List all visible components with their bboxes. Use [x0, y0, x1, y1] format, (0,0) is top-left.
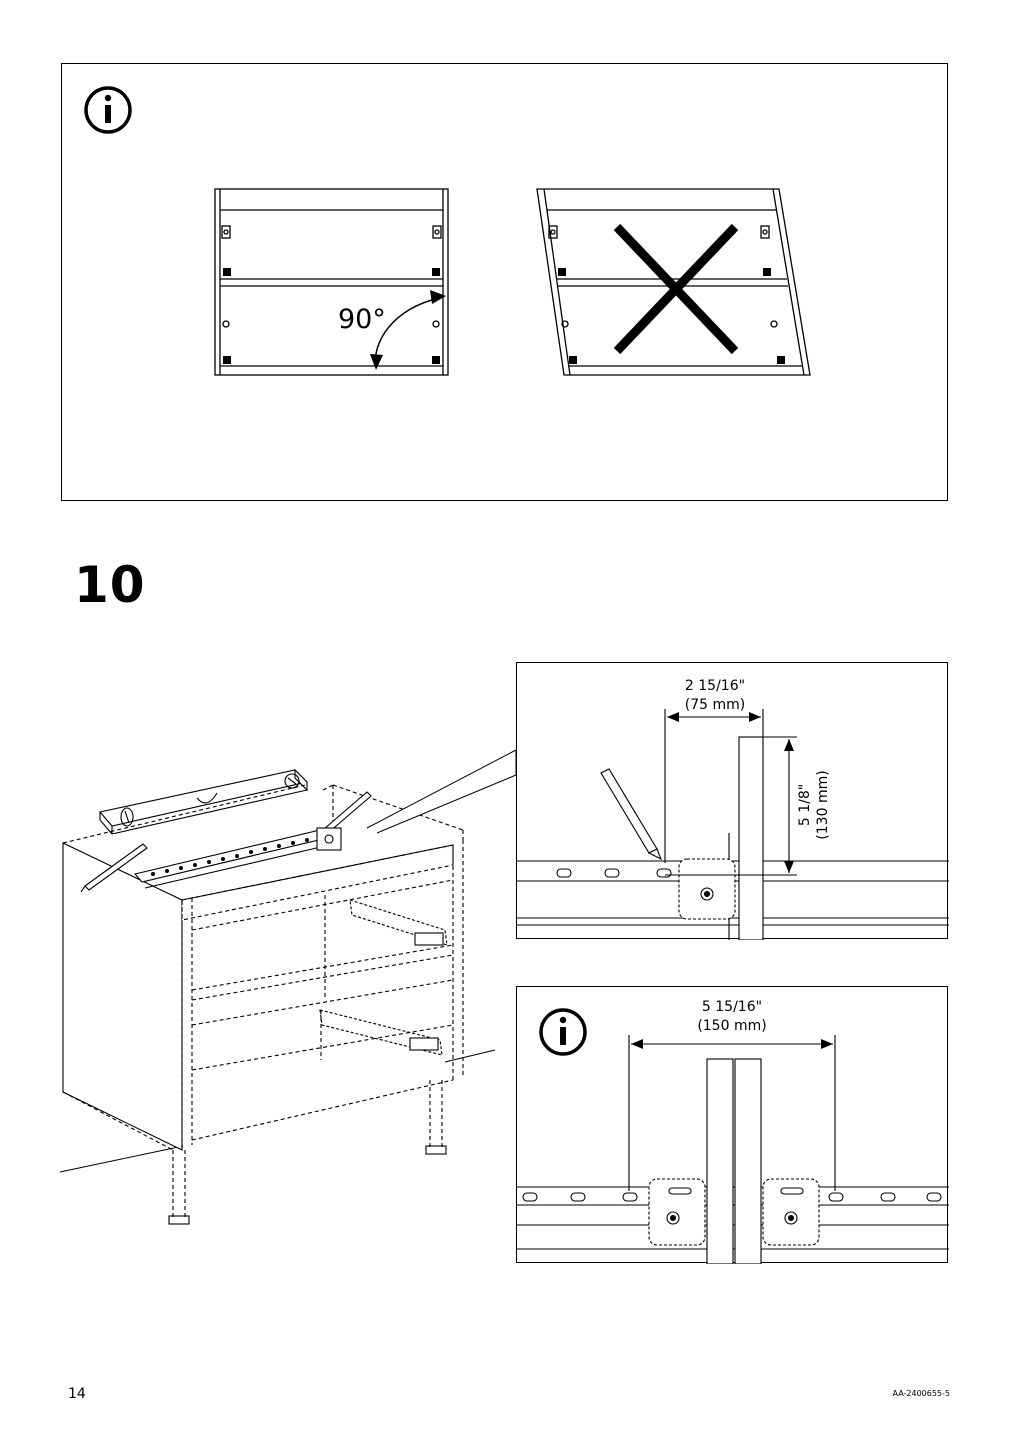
screw-icon	[784, 1211, 798, 1225]
info-panel: 90°	[61, 63, 948, 501]
pencil-icon	[600, 768, 663, 861]
screw-icon	[666, 1211, 680, 1225]
spirit-level-icon	[98, 768, 309, 835]
dim-horizontal-metric: (150 mm)	[697, 1018, 766, 1034]
detail-top-panel: 2 15/16" (75 mm) 5 1/8" (130 mm)	[516, 662, 949, 941]
cross-mark-icon	[613, 223, 739, 355]
dim-vertical-imperial: 5 1/8"	[797, 784, 813, 826]
detail-bottom-panel: 5 15/16" (150 mm)	[516, 986, 949, 1265]
dim-horizontal-imperial: 5 15/16"	[702, 999, 762, 1015]
pencil-icon	[80, 843, 148, 893]
detail-bottom-drawing: 5 15/16" (150 mm)	[517, 999, 949, 1265]
dim-vertical-metric: (130 mm)	[815, 770, 831, 839]
cabinet-illustration	[59, 749, 517, 1225]
step-number: 10	[74, 556, 146, 614]
info-icon	[539, 1008, 587, 1056]
frame-correct	[214, 188, 449, 376]
detail-top-drawing: 2 15/16" (75 mm) 5 1/8" (130 mm)	[517, 678, 949, 941]
dim-horizontal-imperial: 2 15/16"	[685, 678, 745, 694]
angle-label: 90°	[338, 304, 386, 335]
info-panel-drawing: 90°	[84, 86, 811, 376]
document-id: AA-2400655-5	[892, 1389, 950, 1398]
page-number: 14	[68, 1386, 86, 1402]
info-icon	[84, 86, 132, 134]
dim-horizontal-metric: (75 mm)	[685, 697, 745, 713]
